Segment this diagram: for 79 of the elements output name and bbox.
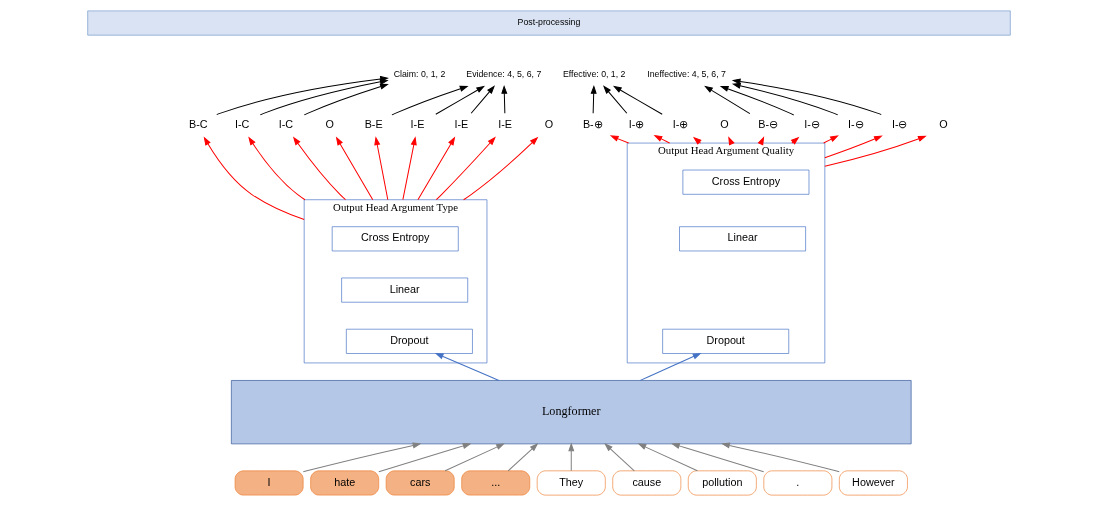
node-text: O <box>719 118 729 131</box>
arrow <box>335 136 373 201</box>
arrow <box>567 442 574 472</box>
node-text: Claim: 0, 1, 2 <box>393 68 445 79</box>
arrow <box>731 78 882 116</box>
arrow <box>303 83 389 116</box>
node-box: . <box>762 470 832 496</box>
node-text: I-⊕ <box>672 118 688 131</box>
node-box: hate <box>309 470 379 496</box>
arrow <box>390 85 469 116</box>
node-text: B-⊕ <box>582 118 603 131</box>
arrow <box>603 443 635 472</box>
arrow <box>401 136 417 201</box>
arrow <box>507 443 538 472</box>
node-text: I-E <box>410 118 424 131</box>
arrow <box>259 78 389 116</box>
arrow <box>434 352 499 381</box>
arrow <box>639 352 702 381</box>
node-text: Evidence: 4, 5, 6, 7 <box>465 68 541 79</box>
node-text: Effective: 0, 1, 2 <box>562 68 625 79</box>
arrow <box>416 136 455 201</box>
arrow <box>637 443 698 472</box>
arrow <box>435 136 496 201</box>
node-text: B-E <box>364 118 383 131</box>
arrow <box>823 135 927 167</box>
node-text: I-E <box>453 118 468 131</box>
node-text: B-⊖ <box>757 118 778 131</box>
node-box: Cross Entropy <box>331 226 459 252</box>
arrow <box>302 442 421 473</box>
node-box: However <box>838 470 908 496</box>
node-text: O <box>325 118 334 131</box>
node-box: cars <box>385 470 455 496</box>
node-box: Dropout <box>345 328 473 354</box>
arrow <box>612 85 663 115</box>
node-box: Post-processing <box>86 10 1011 36</box>
node-text: I-⊖ <box>847 118 864 131</box>
node-text: I-C <box>234 118 249 131</box>
arrow <box>203 136 305 221</box>
node-text: B-C <box>188 118 208 131</box>
node-box: pollution <box>687 470 757 496</box>
node-box: Dropout <box>661 328 789 354</box>
arrow <box>609 135 629 144</box>
node-text: Ineffective: 4, 5, 6, 7 <box>646 68 726 79</box>
node-box: Linear <box>678 226 806 252</box>
arrow <box>822 135 839 144</box>
arrow <box>434 85 485 115</box>
node-box: cause <box>611 470 681 496</box>
arrow <box>247 136 305 201</box>
arrow <box>720 442 840 473</box>
arrow <box>292 136 346 201</box>
node-box: They <box>536 470 606 496</box>
arrow <box>719 85 794 116</box>
arrow <box>590 84 597 114</box>
arrow <box>790 136 799 145</box>
arrow <box>373 136 388 201</box>
node-text: I-⊕ <box>628 118 644 131</box>
arrow <box>703 85 750 115</box>
arrow <box>500 84 507 114</box>
arrow <box>470 85 495 114</box>
node-text: I-C <box>278 118 293 131</box>
node-text: O <box>938 118 948 131</box>
node-text: I-⊖ <box>803 118 820 131</box>
node-text: I-E <box>497 118 512 131</box>
arrow <box>823 135 883 159</box>
node-box: Longformer <box>230 380 911 445</box>
node-box: ... <box>460 470 530 496</box>
node-box: Cross Entropy <box>682 169 809 195</box>
node-text: O <box>544 118 553 131</box>
arrow <box>377 443 471 473</box>
node-box: Linear <box>340 277 468 303</box>
arrow <box>653 134 670 144</box>
node-box: I <box>234 470 303 496</box>
arrow <box>602 85 627 114</box>
arrow <box>670 443 764 473</box>
arrow <box>692 136 702 145</box>
node-text: I-⊖ <box>891 118 907 131</box>
arrow <box>444 443 505 472</box>
arrow <box>462 136 538 201</box>
arrow <box>731 82 838 116</box>
